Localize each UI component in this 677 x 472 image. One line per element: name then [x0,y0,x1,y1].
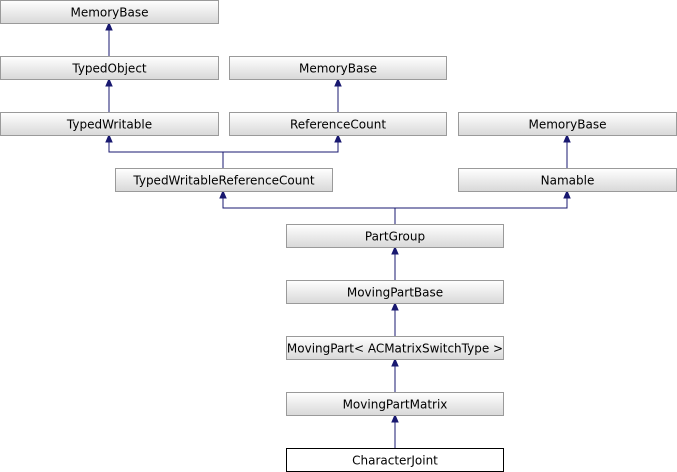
node-typedwritable[interactable]: TypedWritable [0,112,219,136]
arrow-movingpartmatrix [391,413,399,423]
arrow-memorybase-2 [334,77,342,87]
arrow-memorybase-1 [105,21,113,31]
node-label: MemoryBase [299,62,377,76]
node-label: TypedWritable [66,118,152,132]
node-label: Namable [541,174,595,188]
node-memorybase-1[interactable]: MemoryBase [0,0,219,24]
edge-partgroup-twrc [222,196,395,209]
arrow-twrc [219,189,227,199]
node-movingpartbase[interactable]: MovingPartBase [286,280,504,304]
arrow-namable [563,189,571,199]
node-label: MemoryBase [528,118,606,132]
node-partgroup[interactable]: PartGroup [286,224,504,248]
node-label: ReferenceCount [290,118,386,132]
arrow-typedwritable [105,133,113,143]
arrow-memorybase-3 [563,133,571,143]
edge-twrc-referencecount [223,140,339,153]
node-namable[interactable]: Namable [458,168,677,192]
node-typedwritablereferencecount[interactable]: TypedWritableReferenceCount [115,168,333,192]
node-label: TypedObject [71,62,147,76]
arrow-partgroup [391,245,399,255]
node-label: PartGroup [365,230,425,244]
node-memorybase-3[interactable]: MemoryBase [458,112,677,136]
arrow-movingpartbase [391,301,399,311]
node-movingpartmatrix[interactable]: MovingPartMatrix [286,392,504,416]
node-label: CharacterJoint [352,454,438,468]
node-memorybase-2[interactable]: MemoryBase [229,56,447,80]
node-referencecount[interactable]: ReferenceCount [229,112,447,136]
node-label: MovingPartMatrix [343,398,448,412]
arrow-typedobject [105,77,113,87]
node-label: MovingPartBase [347,286,443,300]
edge-partgroup-namable [395,196,568,209]
arrow-referencecount [334,133,342,143]
arrow-movingpart [391,357,399,367]
node-label: MemoryBase [70,6,148,20]
node-movingpart-acmatrixswitchtype[interactable]: MovingPart< ACMatrixSwitchType > [286,336,504,360]
node-characterjoint: CharacterJoint [286,448,504,472]
node-label: MovingPart< ACMatrixSwitchType > [287,342,503,356]
edge-twrc-typedwritable [108,140,223,153]
edges [105,21,571,448]
node-typedobject[interactable]: TypedObject [0,56,219,80]
node-label: TypedWritableReferenceCount [132,174,315,188]
